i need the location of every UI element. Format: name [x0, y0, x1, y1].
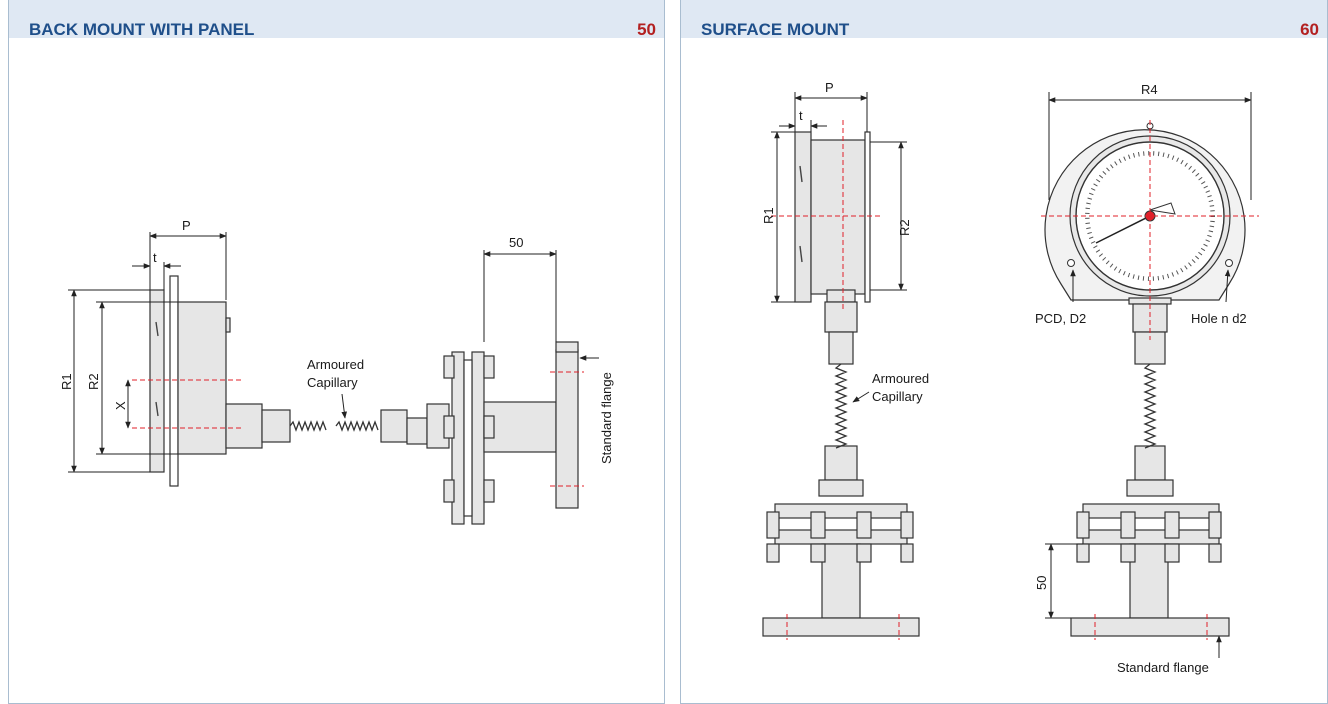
side-bezel: [794, 131, 812, 303]
label-t: t: [153, 250, 157, 265]
gauge-needle: [1095, 215, 1151, 244]
label-capillary: Capillary: [307, 375, 358, 390]
socket: [225, 403, 263, 449]
side-back: [864, 131, 871, 303]
label-standard-flange: Standard flange: [599, 372, 614, 464]
flange-tip: [555, 341, 579, 353]
label-pcd: PCD, D2: [1035, 311, 1086, 326]
panel-title: SURFACE MOUNT: [701, 20, 850, 39]
case-pin: [225, 317, 231, 333]
nut: [261, 409, 291, 443]
label-r4: R4: [1141, 82, 1158, 97]
panel-header: BACK MOUNT WITH PANEL 50: [9, 0, 664, 39]
label-hole: Hole n d2: [1191, 311, 1247, 326]
back-mount-diagram: P t R1 R2 X Armoured Capillary 50 Standa…: [59, 218, 614, 525]
label-r1: R1: [59, 373, 74, 390]
panel-code: 60: [1300, 20, 1319, 39]
label-x: X: [113, 401, 128, 410]
panel-surface-mount: SURFACE MOUNT 60: [680, 0, 1328, 704]
side-capillary: [834, 363, 848, 449]
label-armoured: Armoured: [307, 357, 364, 372]
surface-mount-diagram: P t R1 R2 Armoured Capillary: [761, 80, 1259, 675]
gauge-case: [177, 301, 227, 455]
side-case: [810, 139, 866, 295]
panel-title: BACK MOUNT WITH PANEL: [29, 20, 255, 39]
label-standard-flange: Standard flange: [1117, 660, 1209, 675]
panel-header: SURFACE MOUNT 60: [681, 0, 1327, 39]
lower-flange: [471, 351, 485, 525]
label-p: P: [182, 218, 191, 233]
label-capillary: Capillary: [872, 389, 923, 404]
label-p: P: [825, 80, 834, 95]
label-r1: R1: [761, 207, 776, 224]
label-armoured: Armoured: [872, 371, 929, 386]
label-50: 50: [1034, 576, 1049, 590]
label-r2: R2: [86, 373, 101, 390]
label-r2: R2: [897, 219, 912, 236]
front-capillary: [1143, 363, 1157, 449]
flange-gap: [463, 359, 473, 517]
armoured-capillary: [289, 420, 379, 432]
gauge-front: [1044, 122, 1246, 301]
panel-code: 50: [637, 20, 656, 39]
label-t: t: [799, 108, 803, 123]
label-50: 50: [509, 235, 523, 250]
standard-flange-body: [555, 349, 579, 509]
panel-back-mount: BACK MOUNT WITH PANEL 50: [8, 0, 665, 704]
spool: [483, 401, 557, 453]
nut-right: [380, 409, 408, 443]
gauge-bezel: [149, 289, 165, 473]
adapter: [406, 417, 428, 445]
